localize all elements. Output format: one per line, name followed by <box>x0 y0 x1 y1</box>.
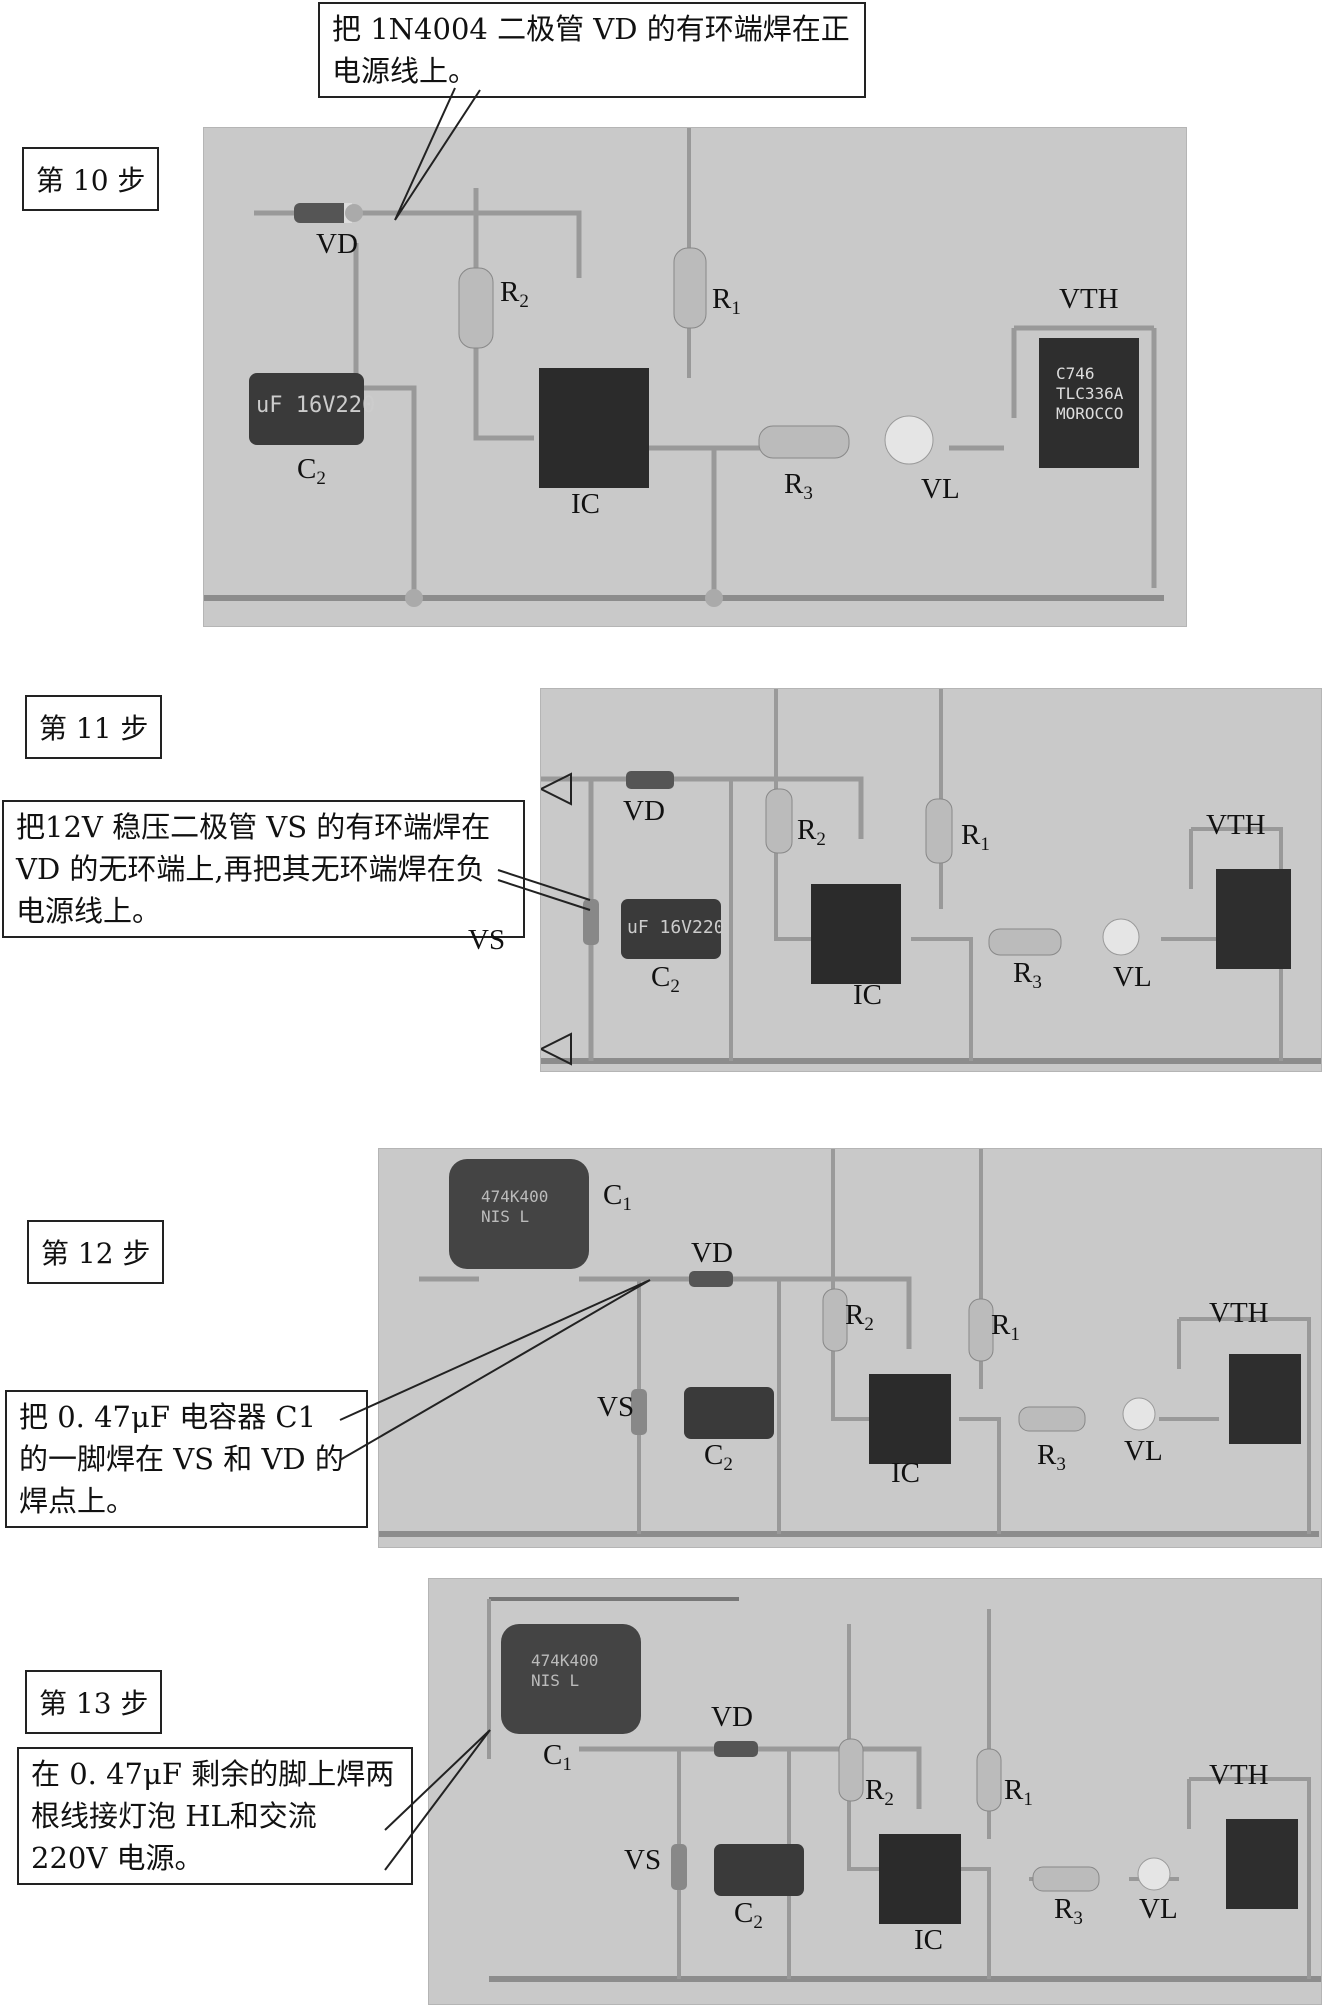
label-r2: R2 <box>500 276 529 312</box>
label-c2: C2 <box>734 1897 763 1933</box>
label-vd: VD <box>623 795 665 827</box>
cap-c1-text-1: 474K400 <box>531 1651 599 1670</box>
step-10-circuit <box>204 128 1164 607</box>
vth-text-3: MOROCCO <box>1056 404 1124 423</box>
label-r1: R1 <box>1004 1774 1033 1810</box>
label-r3: R3 <box>1054 1893 1083 1929</box>
vth-text-1: C746 <box>1056 364 1095 383</box>
cap-c2-text: uF 16V220 <box>256 393 376 418</box>
step-12-label: 第 12 步 <box>27 1220 165 1284</box>
label-r2: R2 <box>865 1774 894 1810</box>
step-11-circuit <box>541 689 1321 1066</box>
label-ic: IC <box>853 979 882 1011</box>
vth-text-2: TLC336A <box>1056 384 1124 403</box>
label-r3: R3 <box>1037 1439 1066 1475</box>
label-vd: VD <box>691 1237 733 1269</box>
cap-c1-text-2: NIS L <box>481 1207 530 1226</box>
label-r1: R1 <box>961 819 990 855</box>
label-vd: VD <box>711 1701 753 1733</box>
label-ic: IC <box>571 488 600 520</box>
label-r3: R3 <box>784 468 813 504</box>
label-vd: VD <box>316 228 358 260</box>
label-r1: R1 <box>991 1309 1020 1345</box>
step-11-note: 把12V 稳压二极管 VS 的有环端焊在 VD 的无环端上,再把其无环端焊在负电… <box>2 800 525 938</box>
label-vs: VS <box>624 1844 662 1876</box>
label-r3: R3 <box>1013 957 1042 993</box>
label-c1: C1 <box>543 1739 572 1775</box>
cap-c1-text-2: NIS L <box>531 1671 580 1690</box>
step-11-label: 第 11 步 <box>25 695 163 759</box>
label-c1: C1 <box>603 1179 632 1215</box>
label-vth: VTH <box>1209 1297 1269 1329</box>
label-vth: VTH <box>1059 283 1119 315</box>
cap-c2-text: uF 16V220 <box>627 917 725 938</box>
step-10-photo: uF 16V220 C746 TLC336A MOROCCO VD R2 R1 … <box>203 127 1187 627</box>
label-vs: VS <box>468 924 506 956</box>
step-13-photo: 474K400 NIS L C1 VD R2 R1 VTH VS C2 R3 V… <box>428 1578 1322 2005</box>
label-c2: C2 <box>704 1439 733 1475</box>
label-ic: IC <box>891 1457 920 1489</box>
label-vl: VL <box>921 473 960 505</box>
step-13-note: 在 0. 47μF 剩余的脚上焊两根线接灯泡 HL和交流 220V 电源。 <box>17 1747 413 1885</box>
step-10-note: 把 1N4004 二极管 VD 的有环端焊在正电源线上。 <box>318 2 866 98</box>
label-vl: VL <box>1113 961 1152 993</box>
cap-c1-text-1: 474K400 <box>481 1187 549 1206</box>
step-10-label: 第 10 步 <box>22 147 160 211</box>
label-vth: VTH <box>1206 809 1266 841</box>
label-ic: IC <box>914 1924 943 1956</box>
step-12-note: 把 0. 47μF 电容器 C1 的一脚焊在 VS 和 VD 的焊点上。 <box>5 1390 368 1528</box>
label-vl: VL <box>1139 1893 1178 1925</box>
label-c2: C2 <box>651 961 680 997</box>
label-r2: R2 <box>797 814 826 850</box>
label-vl: VL <box>1124 1435 1163 1467</box>
step-13-label: 第 13 步 <box>25 1670 163 1734</box>
step-12-photo: 474K400 NIS L C1 VD R2 R1 VTH VS C2 R3 V… <box>378 1148 1322 1548</box>
label-r1: R1 <box>712 283 741 319</box>
step-11-photo: uF 16V220 VD R2 R1 VTH VS C2 R3 VL IC <box>468 688 1322 1072</box>
label-r2: R2 <box>845 1299 874 1335</box>
label-vth: VTH <box>1209 1759 1269 1791</box>
label-vs: VS <box>597 1391 635 1423</box>
label-c2: C2 <box>297 453 326 489</box>
